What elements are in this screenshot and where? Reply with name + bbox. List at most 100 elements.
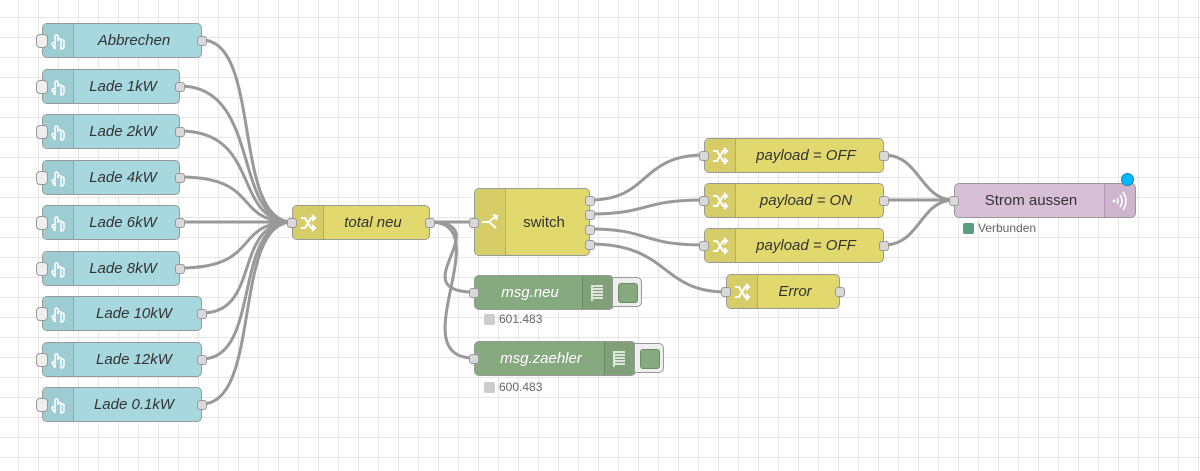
node-label: Lade 10kW — [96, 305, 172, 322]
output-port[interactable] — [175, 173, 185, 183]
node-label: Lade 2kW — [89, 123, 157, 140]
inject-trigger-button[interactable] — [36, 216, 48, 230]
node-label: Lade 1kW — [89, 78, 157, 95]
input-port[interactable] — [699, 196, 709, 206]
output-port-1[interactable] — [585, 196, 595, 206]
hand-pointer-icon — [43, 252, 74, 285]
hand-pointer-icon — [43, 70, 74, 103]
inject-node[interactable]: Lade 10kW — [36, 296, 207, 331]
input-port[interactable] — [699, 241, 709, 251]
output-port-4[interactable] — [585, 240, 595, 250]
wire — [589, 242, 727, 294]
node-label: msg.neu — [501, 284, 559, 301]
debug-list-icon — [604, 342, 635, 375]
inject-node[interactable]: Lade 1kW — [36, 69, 185, 104]
shuffle-icon — [705, 184, 736, 217]
output-port-2[interactable] — [585, 210, 595, 220]
inject-node[interactable]: Lade 0.1kW — [36, 387, 207, 422]
inject-trigger-button[interactable] — [36, 307, 48, 321]
change-node-error[interactable]: Error — [721, 274, 845, 309]
inject-trigger-button[interactable] — [36, 125, 48, 139]
node-label: Abbrechen — [97, 32, 171, 49]
inject-trigger-button[interactable] — [36, 398, 48, 412]
wire — [201, 38, 293, 224]
node-label: Lade 0.1kW — [93, 396, 175, 413]
output-port[interactable] — [175, 218, 185, 228]
mqtt-status: Verbunden — [963, 221, 1036, 235]
inject-node[interactable]: Lade 8kW — [36, 251, 185, 286]
output-port[interactable] — [197, 400, 207, 410]
status-text: 600.483 — [499, 380, 543, 394]
change-node-payload-on[interactable]: payload = ON — [699, 183, 889, 218]
inject-node[interactable]: Abbrechen — [36, 23, 207, 58]
inject-trigger-button[interactable] — [36, 80, 48, 94]
output-port[interactable] — [197, 36, 207, 46]
debug-node-msg-neu[interactable]: msg.neu — [469, 275, 614, 310]
node-label: Lade 12kW — [96, 351, 172, 368]
node-label: total neu — [344, 214, 402, 231]
output-port[interactable] — [879, 151, 889, 161]
shuffle-icon — [293, 206, 324, 239]
output-port[interactable] — [835, 287, 845, 297]
change-node-total-neu[interactable]: total neu — [287, 205, 435, 240]
output-port[interactable] — [175, 127, 185, 137]
debug-status: 600.483 — [484, 380, 542, 394]
input-port[interactable] — [721, 287, 731, 297]
wire — [589, 198, 705, 216]
input-port[interactable] — [469, 218, 479, 228]
inject-node[interactable]: Lade 6kW — [36, 205, 185, 240]
wire — [429, 220, 475, 294]
change-node-payload-off-1[interactable]: payload = OFF — [699, 138, 889, 173]
input-port[interactable] — [949, 196, 959, 206]
shuffle-icon — [727, 275, 758, 308]
wire — [179, 175, 293, 224]
input-port[interactable] — [699, 151, 709, 161]
inject-trigger-button[interactable] — [36, 34, 48, 48]
inject-node[interactable]: Lade 12kW — [36, 342, 207, 377]
output-port[interactable] — [197, 355, 207, 365]
hand-pointer-icon — [43, 206, 74, 239]
hand-pointer-icon — [43, 115, 74, 148]
mqtt-out-node[interactable]: Strom aussen — [949, 183, 1136, 218]
inject-trigger-button[interactable] — [36, 262, 48, 276]
wire — [179, 220, 293, 270]
node-label: payload = ON — [759, 192, 853, 209]
inject-trigger-button[interactable] — [36, 353, 48, 367]
output-port-3[interactable] — [585, 225, 595, 235]
output-port[interactable] — [175, 82, 185, 92]
inject-trigger-button[interactable] — [36, 171, 48, 185]
wire — [429, 220, 475, 360]
wire — [179, 84, 293, 224]
hand-pointer-icon — [43, 388, 74, 421]
switch-icon — [475, 189, 506, 255]
debug-node-msg-zaehler[interactable]: msg.zaehler — [469, 341, 636, 376]
output-port[interactable] — [175, 264, 185, 274]
inject-node[interactable]: Lade 2kW — [36, 114, 185, 149]
output-port[interactable] — [425, 218, 435, 228]
hand-pointer-icon — [43, 297, 74, 330]
input-port[interactable] — [469, 354, 479, 364]
wire — [589, 227, 705, 247]
output-port[interactable] — [197, 309, 207, 319]
inject-node[interactable]: Lade 4kW — [36, 160, 185, 195]
node-label: payload = OFF — [756, 147, 856, 164]
debug-toggle-button[interactable] — [612, 277, 642, 307]
wire — [883, 153, 955, 202]
output-port[interactable] — [879, 241, 889, 251]
input-port[interactable] — [469, 288, 479, 298]
wire — [883, 198, 955, 247]
input-port[interactable] — [287, 218, 297, 228]
node-label: Lade 6kW — [89, 214, 157, 231]
node-label: Lade 8kW — [89, 260, 157, 277]
debug-toggle-button[interactable] — [634, 343, 664, 373]
node-label: Error — [778, 283, 812, 300]
change-node-payload-off-2[interactable]: payload = OFF — [699, 228, 889, 263]
node-label: switch — [523, 213, 565, 231]
switch-node[interactable]: switch — [469, 188, 595, 256]
hand-pointer-icon — [43, 343, 74, 376]
changed-indicator — [1121, 173, 1134, 186]
status-dot — [484, 381, 495, 393]
output-port[interactable] — [879, 196, 889, 206]
debug-list-icon — [582, 276, 613, 309]
